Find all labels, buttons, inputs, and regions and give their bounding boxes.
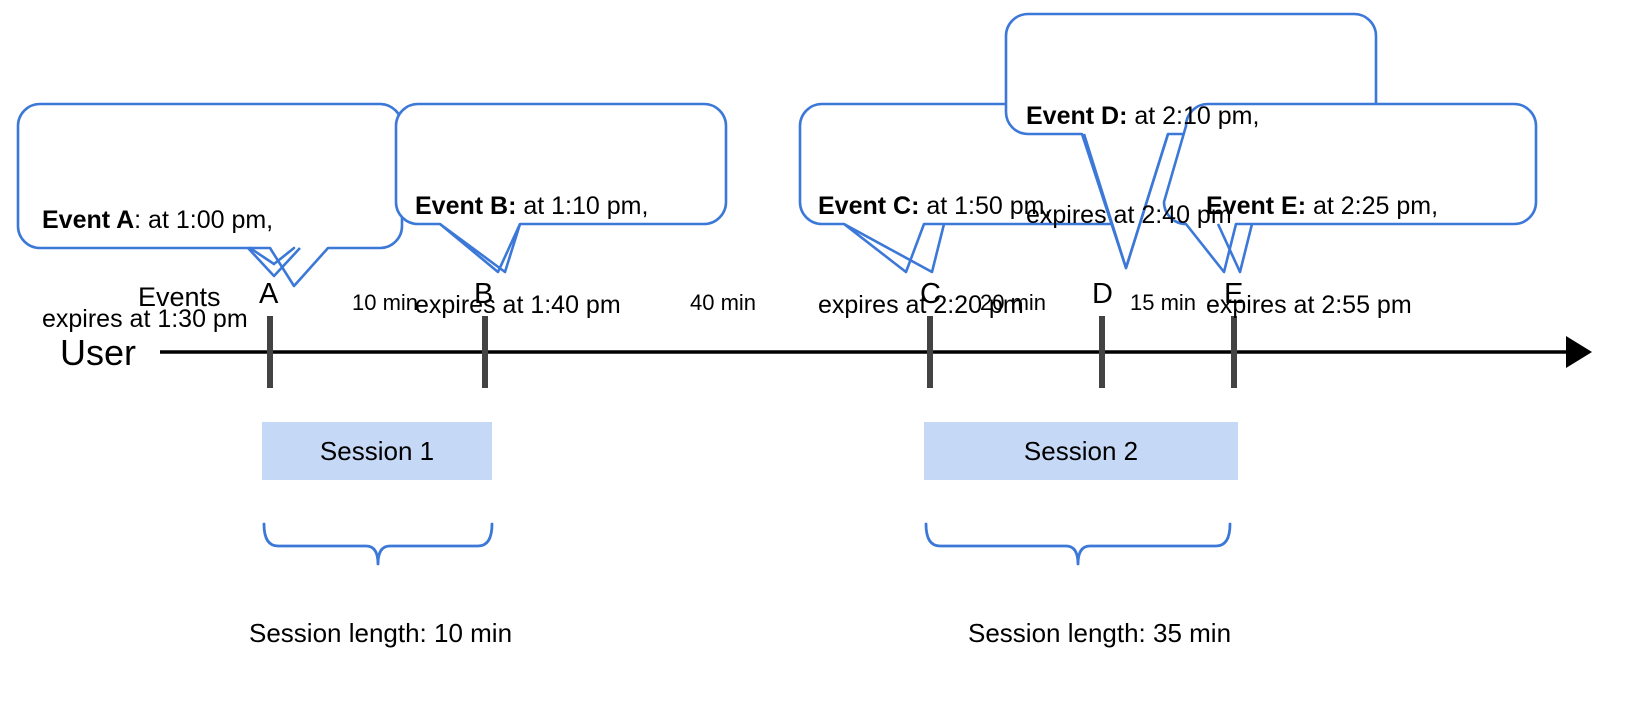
events-row-label: Events [138, 282, 221, 312]
timeline-axis-arrowhead [1566, 336, 1592, 368]
callout-b-line2: expires at 1:40 pm [415, 291, 621, 319]
callout-c-bold: Event C: [818, 192, 920, 220]
interval-label-de: 15 min [1130, 290, 1197, 315]
callout-a-line1: : at 1:00 pm, [134, 206, 274, 234]
marker-label-b: B [474, 278, 494, 310]
marker-label-d: D [1092, 278, 1113, 310]
callout-a-bold: Event A [42, 206, 135, 234]
callout-d-line2: expires at 2:40 pm [1026, 201, 1232, 229]
session-box-2: Session 2 [924, 422, 1238, 480]
marker-label-e: E [1224, 278, 1244, 310]
callout-d-bold: Event D: [1026, 102, 1128, 130]
marker-label-a: A [259, 278, 279, 310]
callout-c-line2: expires at 2:20 pm [818, 291, 1024, 319]
callout-d-line1: at 2:10 pm, [1127, 102, 1260, 130]
callout-text-a: Event A: at 1:00 pm, expires at 1:30 pm [42, 138, 273, 402]
session-2-label: Session 2 [1023, 435, 1139, 466]
session-1-label: Session 1 [319, 435, 435, 466]
callout-text-d: Event D: at 2:10 pm, expires at 2:40 pm [1026, 34, 1259, 298]
interval-label-cd: 20 min [980, 290, 1047, 315]
session-box-1: Session 1 [262, 422, 492, 480]
user-track-label: User [60, 332, 137, 373]
callout-text-b: Event B: at 1:10 pm, expires at 1:40 pm [415, 124, 648, 388]
callout-text-e: Event E: at 2:25 pm, expires at 2:55 pm [1206, 124, 1438, 388]
marker-label-c: C [920, 278, 941, 310]
callout-e-bold: Event E: [1206, 192, 1307, 220]
callout-b-bold: Event B: [415, 192, 517, 220]
interval-label-bc: 40 min [690, 290, 757, 315]
session-2-brace [924, 522, 1232, 566]
interval-label-ab: 10 min [352, 290, 419, 315]
callout-text-c: Event C: at 1:50 pm, expires at 2:20 pm [818, 124, 1051, 388]
session-1-caption: Session length: 10 min [249, 618, 513, 648]
callout-c-line1: at 1:50 pm, [919, 192, 1052, 220]
callout-b-line1: at 1:10 pm, [516, 192, 649, 220]
session-2-caption: Session length: 35 min [968, 618, 1232, 648]
callout-e-line1: at 2:25 pm, [1306, 192, 1439, 220]
callout-a-line2: expires at 1:30 pm [42, 305, 248, 333]
session-1-brace [262, 522, 494, 566]
callout-e-line2: expires at 2:55 pm [1206, 291, 1412, 319]
